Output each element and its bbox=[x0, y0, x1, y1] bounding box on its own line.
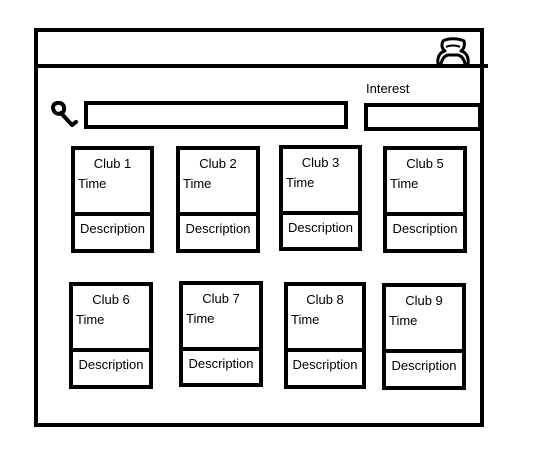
club-time: Time bbox=[291, 312, 320, 327]
club-name: Club 2 bbox=[199, 156, 237, 171]
club-name: Club 1 bbox=[93, 156, 132, 171]
club-card[interactable]: Club 1 Time Description bbox=[71, 146, 154, 253]
club-description: Description bbox=[79, 221, 146, 236]
club-description: Description bbox=[391, 358, 457, 373]
club-card[interactable]: Club 9 Time Description bbox=[382, 283, 466, 390]
club-time: Time bbox=[78, 176, 107, 191]
club-time: Time bbox=[286, 175, 315, 190]
club-card[interactable]: Club 2 Time Description bbox=[176, 146, 260, 253]
club-name: Club 5 bbox=[406, 156, 444, 171]
user-avatar-icon[interactable] bbox=[436, 37, 470, 67]
club-description: Description bbox=[287, 220, 354, 235]
club-time: Time bbox=[186, 311, 215, 326]
club-card[interactable]: Club 7 Time Description bbox=[179, 281, 263, 387]
club-time: Time bbox=[389, 313, 418, 328]
club-card[interactable]: Club 3 Time Description bbox=[279, 145, 362, 251]
club-time: Time bbox=[76, 312, 105, 327]
club-card[interactable]: Club 5 Time Description bbox=[383, 146, 467, 253]
card-divider bbox=[74, 212, 151, 216]
club-description: Description bbox=[392, 221, 458, 236]
club-name: Club 9 bbox=[405, 293, 443, 308]
header-divider bbox=[34, 64, 488, 68]
card-divider bbox=[179, 212, 257, 216]
card-divider bbox=[386, 212, 464, 216]
card-divider bbox=[72, 348, 150, 352]
club-name: Club 8 bbox=[306, 292, 344, 307]
interest-field[interactable] bbox=[364, 103, 482, 131]
club-card[interactable]: Club 6 Time Description bbox=[69, 282, 153, 389]
club-name: Club 7 bbox=[202, 291, 240, 306]
interest-label: Interest bbox=[366, 81, 410, 96]
search-input[interactable] bbox=[84, 101, 348, 129]
club-card[interactable]: Club 8 Time Description bbox=[284, 282, 366, 389]
app-window bbox=[34, 28, 484, 427]
user-avatar-svg bbox=[436, 37, 470, 66]
club-description: Description bbox=[78, 357, 144, 372]
search-icon-svg bbox=[51, 100, 78, 127]
club-time: Time bbox=[390, 176, 419, 191]
club-description: Description bbox=[292, 357, 358, 372]
club-time: Time bbox=[183, 176, 212, 191]
card-divider bbox=[385, 349, 463, 353]
card-divider bbox=[287, 348, 363, 352]
card-divider bbox=[182, 347, 260, 351]
club-name: Club 3 bbox=[301, 155, 340, 170]
header-tick bbox=[273, 64, 309, 66]
club-description: Description bbox=[185, 221, 251, 236]
search-icon[interactable] bbox=[51, 100, 79, 131]
club-name: Club 6 bbox=[92, 292, 130, 307]
club-description: Description bbox=[188, 356, 254, 371]
card-divider bbox=[282, 211, 359, 215]
